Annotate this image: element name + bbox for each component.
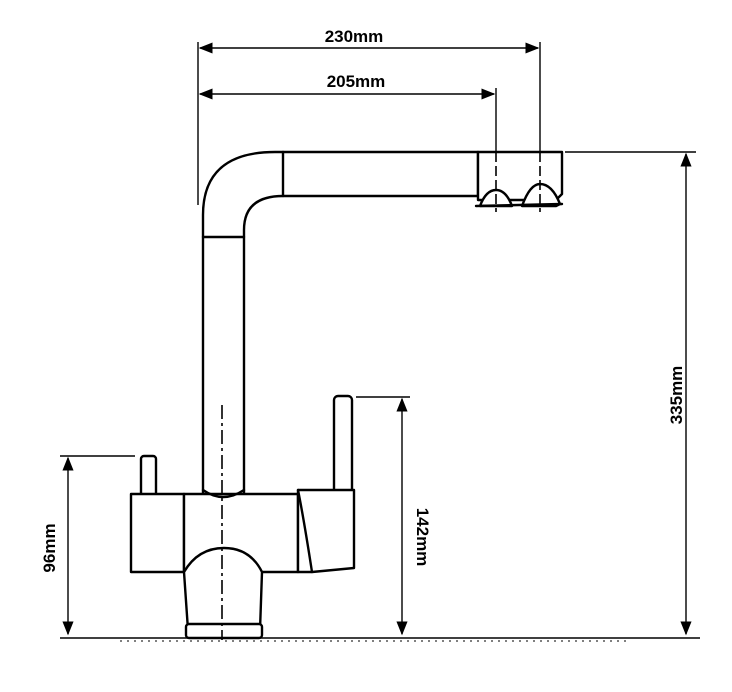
- dimension-142: 142mm: [356, 396, 432, 636]
- faucet: [129, 150, 564, 640]
- label-142mm: 142mm: [413, 508, 432, 567]
- lever-right: [332, 394, 354, 498]
- base-ring: [184, 622, 264, 640]
- label-230mm: 230mm: [325, 27, 384, 46]
- dimension-205: 205mm: [198, 72, 497, 152]
- spout: [201, 150, 480, 498]
- label-96mm: 96mm: [40, 523, 59, 572]
- lever-left: [139, 454, 158, 498]
- body-right-cap: [296, 488, 356, 574]
- body-left-cap: [129, 492, 186, 574]
- spout-collar: [201, 488, 246, 499]
- label-335mm: 335mm: [667, 366, 686, 425]
- nozzle-base: [474, 202, 564, 208]
- dimension-230: 230mm: [197, 27, 541, 205]
- dimension-335: 335mm: [565, 151, 696, 636]
- body-neck: [182, 546, 264, 632]
- body-right-seam: [296, 488, 314, 574]
- dimension-96: 96mm: [40, 455, 135, 636]
- label-205mm: 205mm: [327, 72, 386, 91]
